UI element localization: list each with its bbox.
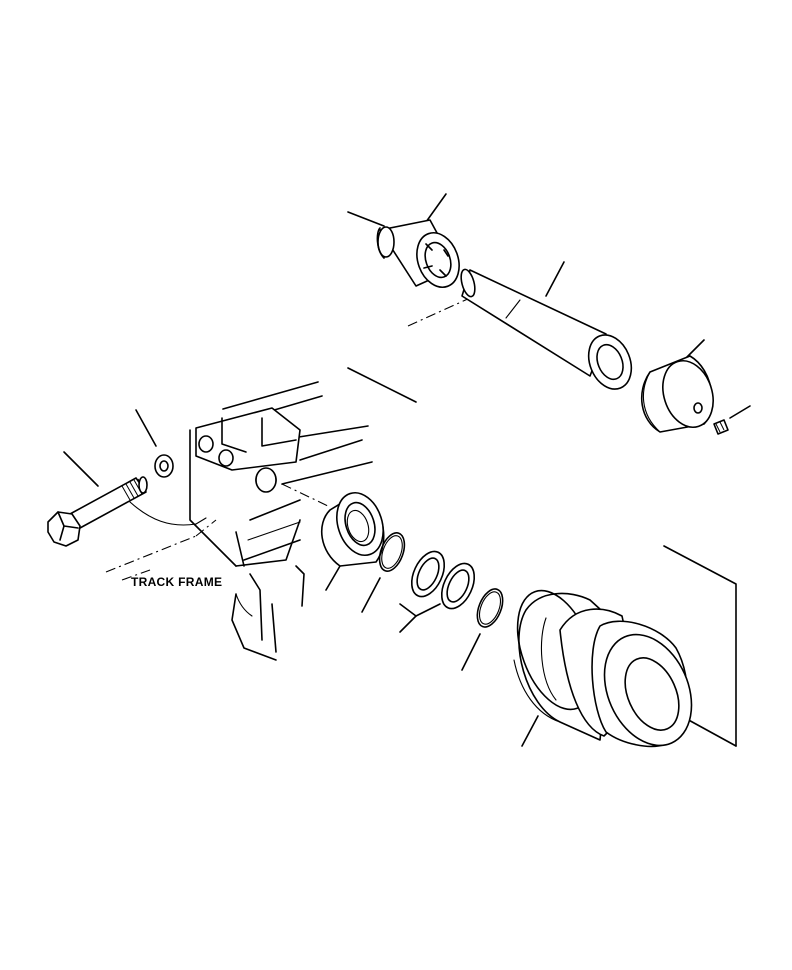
leader-lines [63,193,751,747]
collar [321,492,385,567]
center-lines [105,297,471,581]
o-ring-frame [255,467,277,493]
bolt [47,476,148,547]
track-frame-label: TRACK FRAME [131,575,223,589]
bushing [376,219,460,288]
o-ring-1 [378,532,406,572]
washer [154,454,174,478]
plug [713,419,729,435]
shaft [460,268,633,390]
o-ring-2 [476,588,504,628]
end-cap [641,355,714,433]
floating-seal [410,550,476,610]
roller [513,589,693,748]
